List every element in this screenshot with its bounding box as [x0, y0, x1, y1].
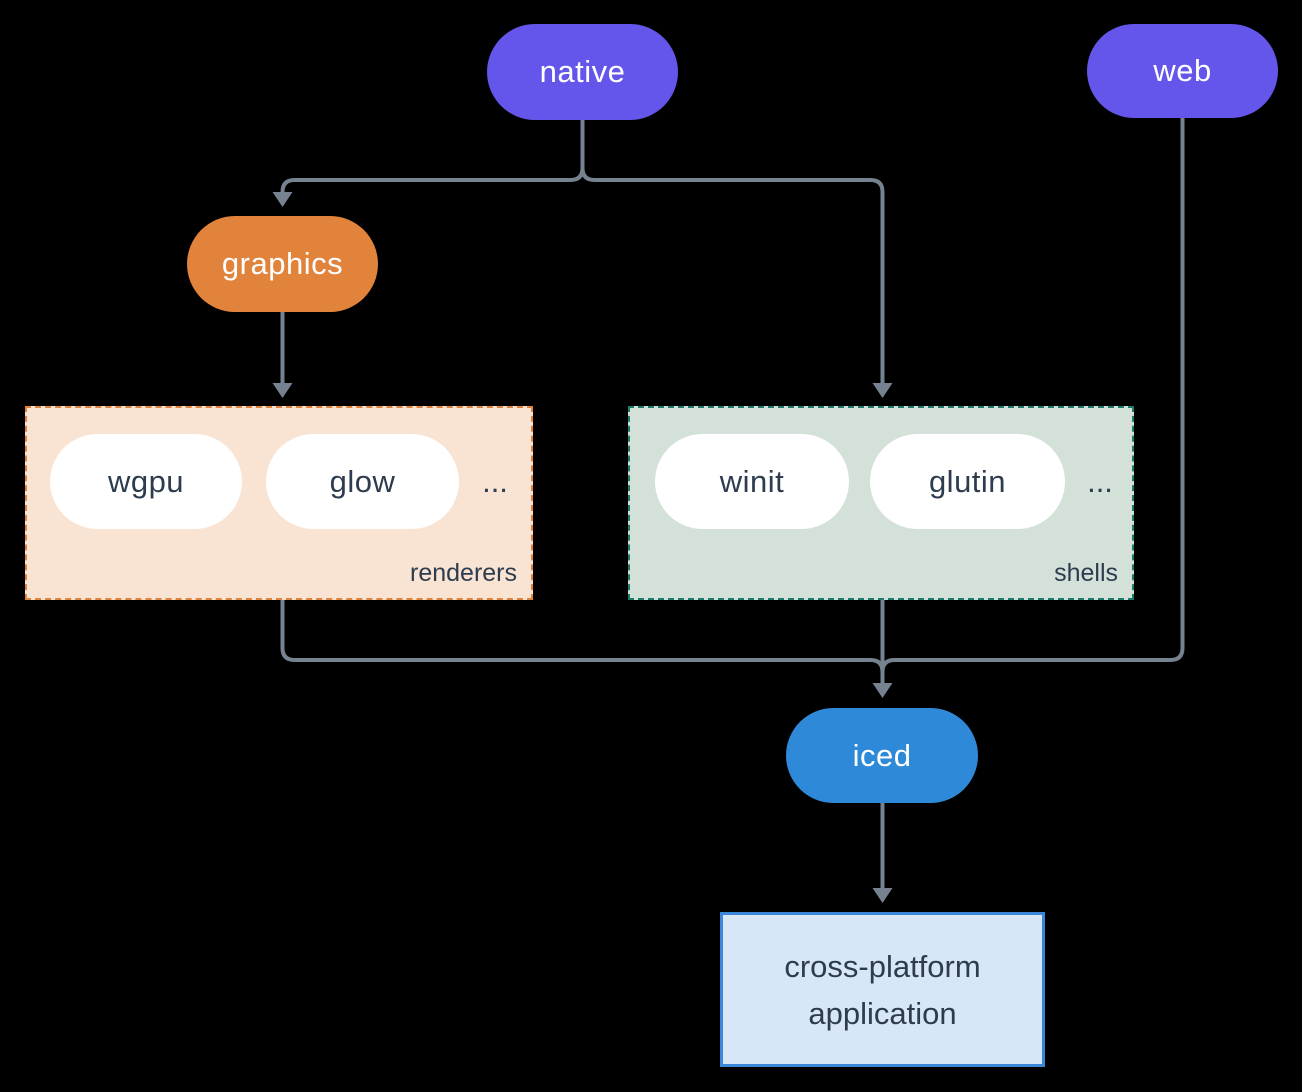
- node-glow: glow: [266, 434, 459, 529]
- arrowhead-iced: [872, 683, 893, 698]
- node-winit-label: winit: [719, 463, 785, 499]
- node-glow-label: glow: [329, 463, 396, 499]
- group-renderers: wgpu glow ... renderers: [25, 406, 533, 600]
- shells-group-label: shells: [1054, 559, 1118, 587]
- node-winit: winit: [655, 434, 849, 529]
- connector-renderers-iced: [280, 600, 885, 673]
- group-shells: winit glutin ... shells: [628, 406, 1134, 600]
- node-graphics-label: graphics: [221, 246, 344, 281]
- node-wgpu: wgpu: [50, 434, 242, 529]
- shells-ellipsis: ...: [1087, 464, 1113, 499]
- node-native-label: native: [539, 54, 626, 89]
- node-glutin-label: glutin: [928, 463, 1007, 499]
- arrowhead-application: [872, 888, 893, 903]
- node-wgpu-label: wgpu: [107, 463, 185, 499]
- node-cross-platform-application: cross-platform application: [720, 912, 1045, 1067]
- node-web-label: web: [1153, 53, 1212, 88]
- node-graphics: graphics: [187, 216, 378, 312]
- arrowhead-shells: [872, 383, 893, 398]
- node-web: web: [1087, 24, 1278, 118]
- node-cross-platform-application-label: cross-platform application: [784, 948, 981, 1031]
- renderers-group-label: renderers: [410, 559, 517, 587]
- renderers-ellipsis: ...: [482, 464, 508, 499]
- node-iced: iced: [786, 708, 978, 803]
- arrowhead-renderers: [272, 383, 293, 398]
- arrowhead-graphics: [272, 192, 293, 207]
- connector-native-graphics: [280, 120, 585, 193]
- node-glutin: glutin: [870, 434, 1065, 529]
- node-native: native: [487, 24, 678, 120]
- node-iced-label: iced: [852, 737, 912, 773]
- connector-native-shells: [580, 120, 885, 384]
